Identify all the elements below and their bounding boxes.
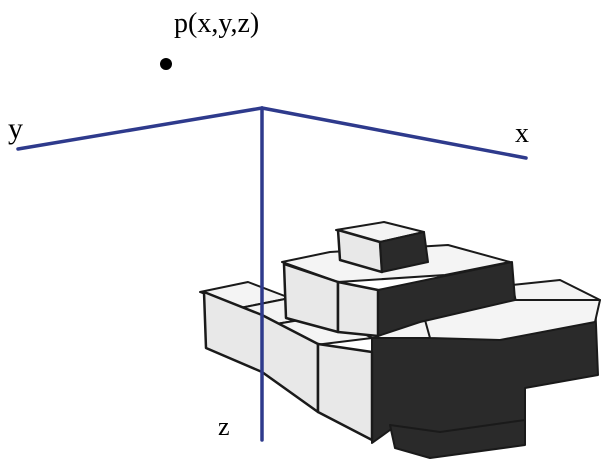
base-shadow: [389, 419, 526, 459]
middle-block-front-2: [336, 280, 380, 338]
x-axis-line: [260, 106, 528, 160]
axes: [16, 106, 528, 442]
point-label: p(x,y,z): [174, 8, 260, 39]
y-axis-label: y: [8, 112, 23, 145]
z-axis-label: z: [218, 412, 230, 441]
x-axis-label: x: [515, 118, 529, 149]
point-p-marker: [160, 58, 172, 70]
lower-block-front-3: [316, 342, 374, 442]
y-axis-line: [16, 106, 264, 151]
block-stack: [199, 221, 601, 459]
top-block-dark-side: [379, 231, 429, 273]
